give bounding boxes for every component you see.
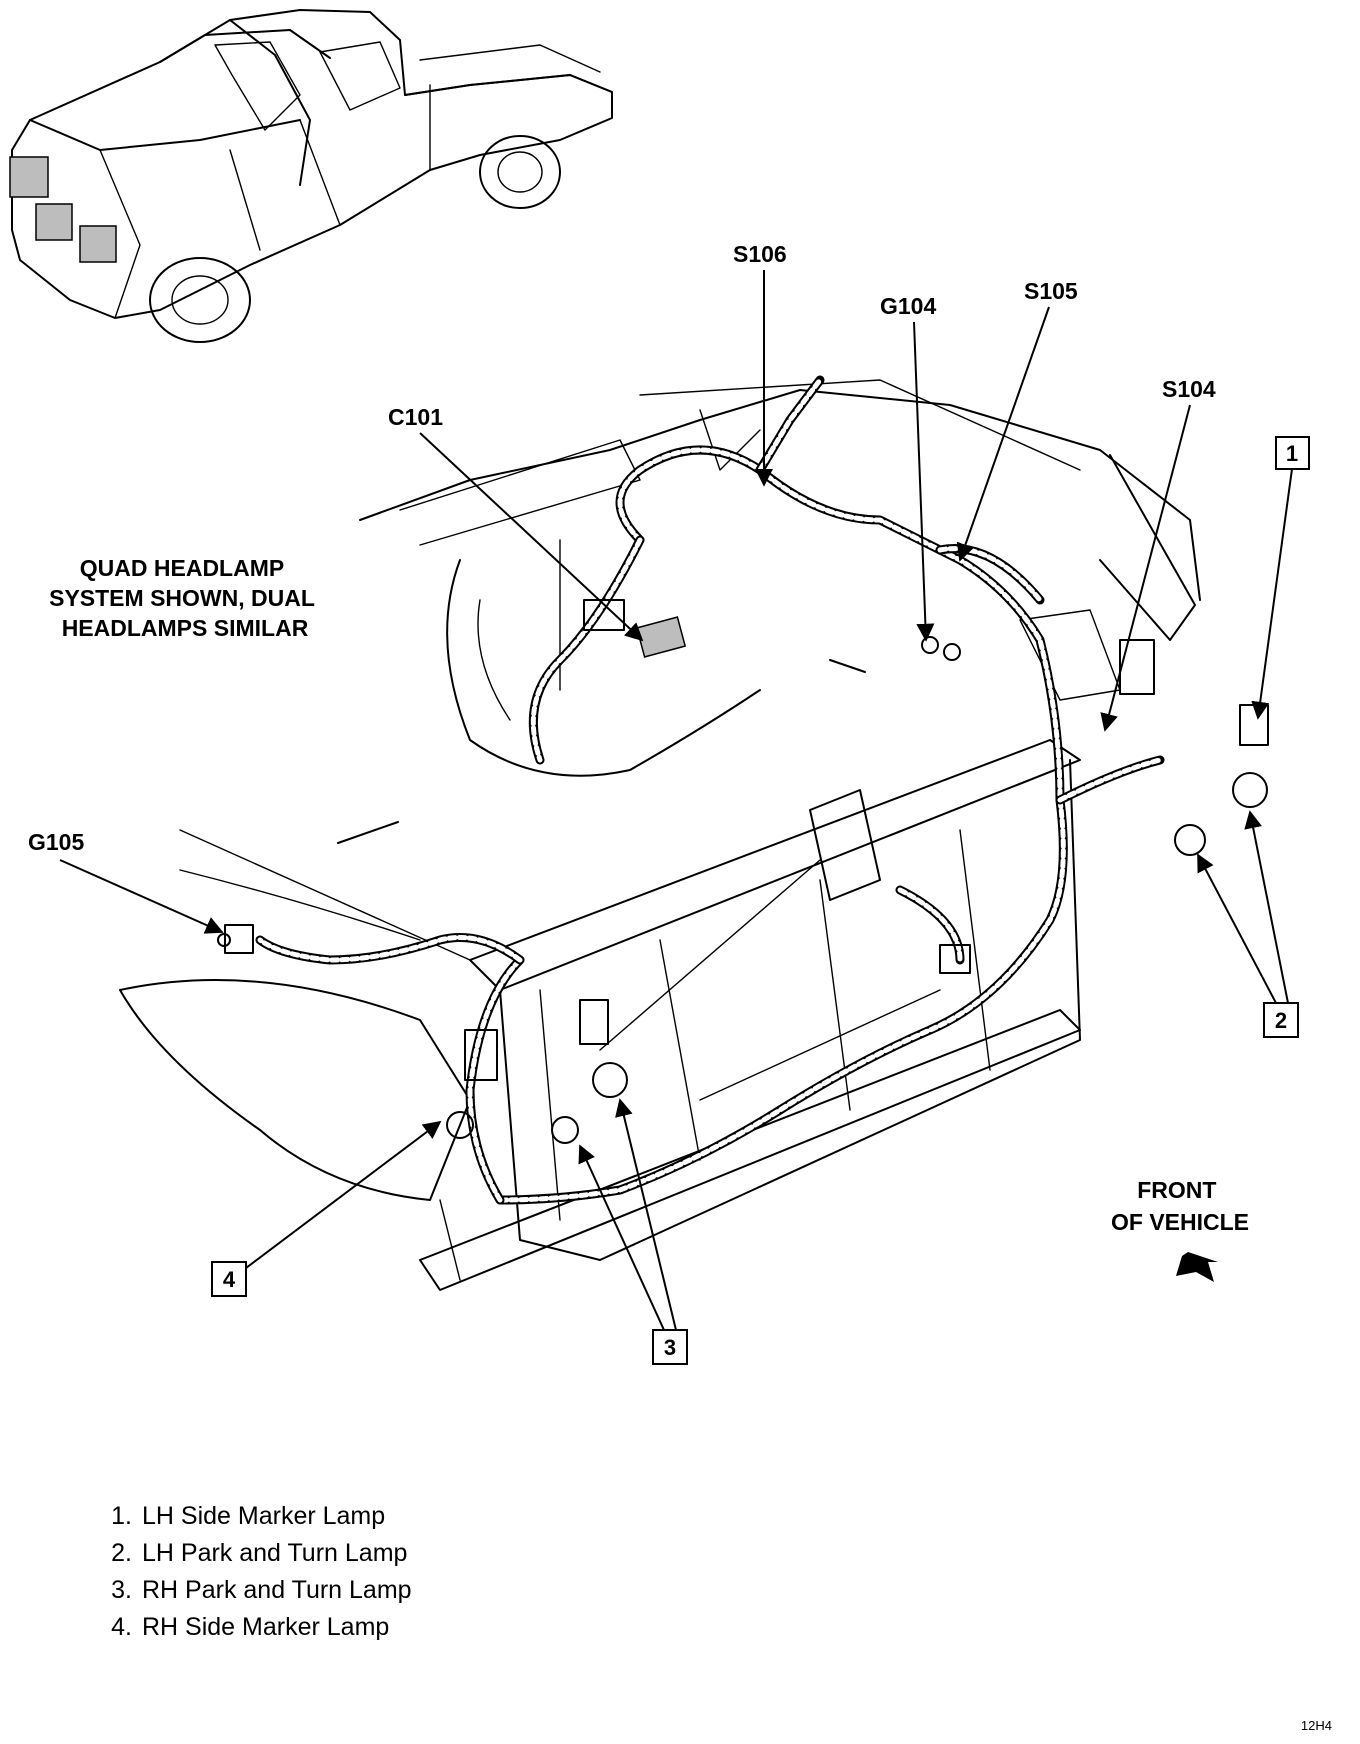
front-arrow-icon (1176, 1252, 1218, 1282)
legend-text: LH Park and Turn Lamp (142, 1539, 408, 1567)
legend-item-2: 2. LH Park and Turn Lamp (90, 1535, 412, 1572)
direction-line-1: FRONT (1137, 1177, 1216, 1203)
legend-item-4: 4. RH Side Marker Lamp (90, 1609, 412, 1646)
callouts: 1 2 3 4 (211, 436, 1310, 1365)
note-line-1: QUAD HEADLAMP (80, 555, 284, 581)
legend-text: RH Park and Turn Lamp (142, 1576, 412, 1604)
note-line-2: SYSTEM SHOWN, DUAL (49, 585, 315, 611)
callout-2: 2 (1275, 1008, 1287, 1033)
direction-label: FRONT OF VEHICLE (1111, 1177, 1249, 1235)
callout-box-3 (652, 1329, 688, 1365)
callout-box-2 (1263, 1002, 1299, 1038)
callout-4: 4 (223, 1267, 236, 1292)
component-labels: S106 G104 S105 S104 C101 G105 QUAD HEADL… (28, 241, 1249, 1282)
diagram-note: QUAD HEADLAMP SYSTEM SHOWN, DUAL HEADLAM… (49, 555, 321, 641)
label-s106: S106 (733, 241, 787, 267)
callout-3: 3 (664, 1335, 676, 1360)
callout-box-1 (1275, 436, 1310, 470)
figure-code: 12H4 (1300, 1718, 1332, 1733)
note-line-3: HEADLAMPS SIMILAR (62, 615, 309, 641)
legend: 1. LH Side Marker Lamp 2. LH Park and Turn… (90, 1498, 412, 1646)
legend-num: 3. (111, 1576, 132, 1604)
callout-box-4 (211, 1261, 247, 1297)
legend-item-1: 1. LH Side Marker Lamp (90, 1498, 412, 1535)
label-g104: G104 (880, 293, 936, 319)
legend-num: 4. (111, 1613, 132, 1641)
legend-num: 1. (111, 1502, 132, 1530)
truck-thumbnail (9, 9, 613, 343)
label-s105: S105 (1024, 278, 1078, 304)
label-g105: G105 (28, 829, 84, 855)
direction-line-2: OF VEHICLE (1111, 1209, 1249, 1235)
wiring-harness (217, 375, 1269, 1205)
front-end-assembly (119, 379, 1201, 1291)
legend-num: 2. (111, 1539, 132, 1567)
legend-text: RH Side Marker Lamp (142, 1613, 390, 1641)
legend-text: LH Side Marker Lamp (142, 1502, 386, 1530)
label-s104: S104 (1162, 376, 1216, 402)
legend-item-3: 3. RH Park and Turn Lamp (90, 1572, 412, 1609)
label-c101: C101 (388, 404, 443, 430)
callout-1: 1 (1286, 441, 1298, 466)
